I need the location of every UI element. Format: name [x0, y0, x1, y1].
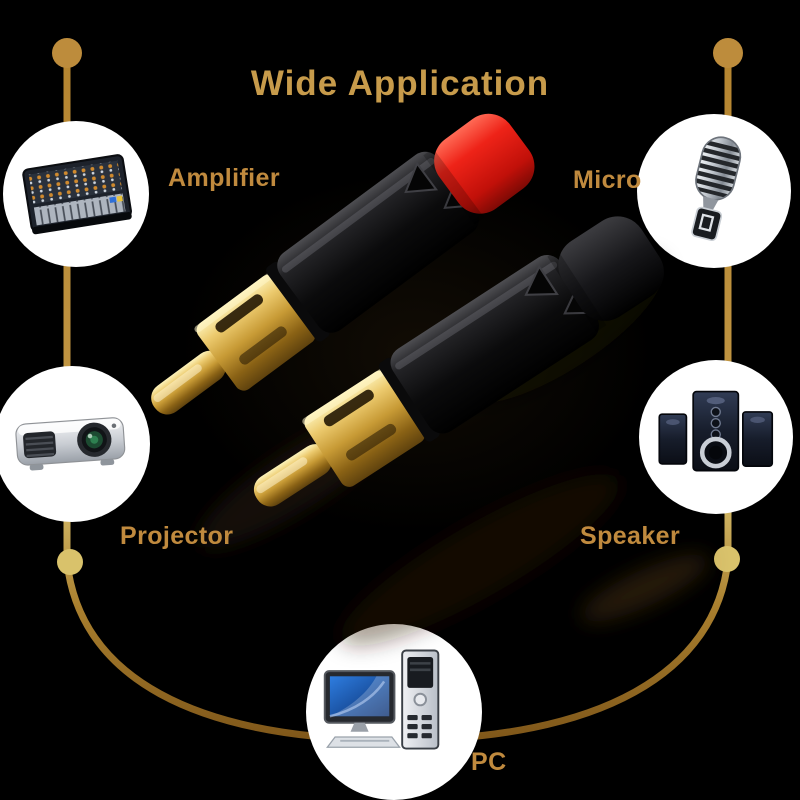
micro-label: Micro — [573, 166, 642, 194]
page-title: Wide Application — [250, 64, 550, 103]
speaker-system-icon — [658, 390, 774, 472]
pc-label: PC — [471, 748, 507, 776]
micro-circle — [637, 114, 791, 268]
vintage-microphone-icon — [691, 136, 745, 242]
amplifier-circle — [3, 121, 149, 267]
pc-circle — [306, 624, 482, 800]
projector-circle — [0, 366, 150, 522]
projector-icon — [15, 417, 126, 471]
amplifier-label: Amplifier — [168, 164, 280, 192]
rca-plug-red — [151, 113, 535, 415]
audio-mixer-icon — [22, 153, 132, 235]
path-dot-top-right — [713, 38, 743, 68]
path-dot-top-left — [52, 38, 82, 68]
speaker-circle — [639, 360, 793, 514]
speaker-label: Speaker — [580, 522, 681, 550]
desktop-computer-icon — [323, 649, 439, 750]
path-dot-bottom-left — [57, 549, 83, 575]
projector-label: Projector — [120, 522, 234, 550]
path-dot-bottom-right — [714, 546, 740, 572]
rca-plug-black — [253, 216, 664, 507]
